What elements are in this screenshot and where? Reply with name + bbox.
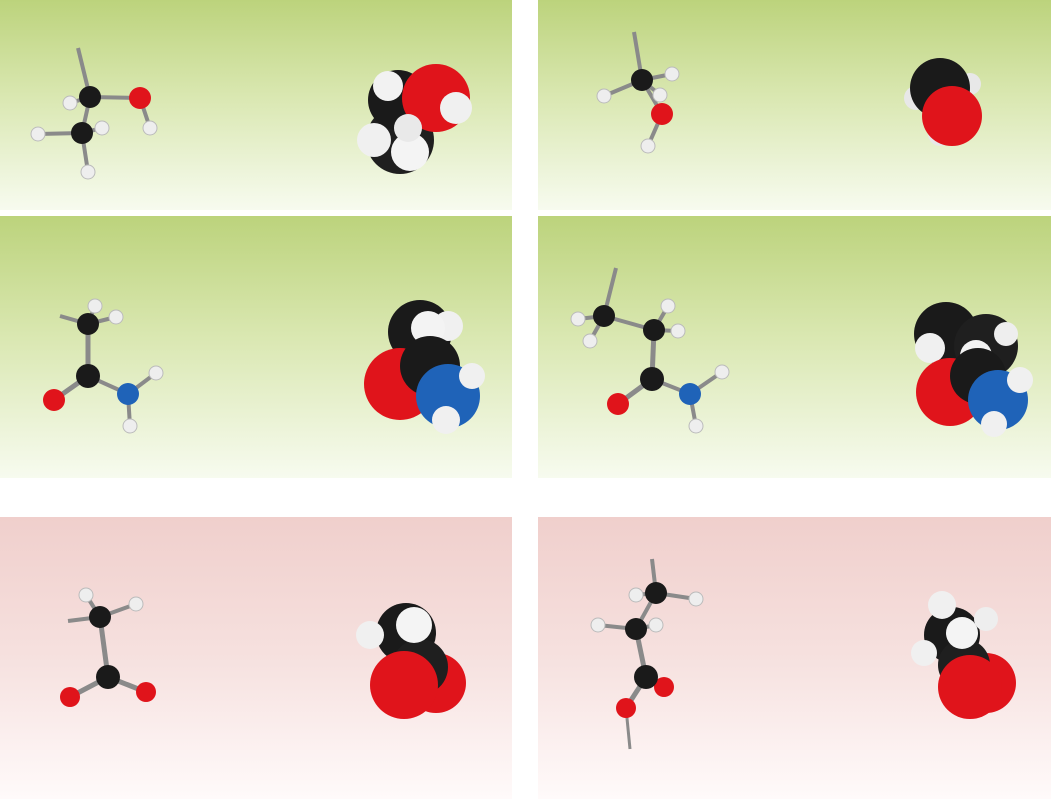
carbon-atom [76, 364, 100, 388]
hydrogen-atom [128, 596, 144, 612]
molecule-models-1 [30, 47, 472, 180]
carbon-atom [634, 665, 658, 689]
hydrogen-atom [142, 120, 158, 136]
space-filling-model [364, 300, 485, 434]
hydrogen-atom [648, 617, 664, 633]
panel-bottom-left [0, 517, 512, 799]
molecule-models-4 [570, 267, 1033, 437]
space-filling-model [914, 302, 1033, 437]
oxygen-atom [43, 389, 65, 411]
panel-top-right [538, 0, 1051, 210]
panel-middle-left [0, 216, 512, 478]
carbon-atom [96, 665, 120, 689]
hydrogen-atom [688, 418, 704, 434]
carbon-atom [79, 86, 101, 108]
hydrogen-atom [87, 298, 103, 314]
panel-middle-right [538, 216, 1051, 478]
space-filling-model [357, 64, 472, 174]
hydrogen-atom [570, 311, 586, 327]
hydrogen-atom [670, 323, 686, 339]
hydrogen-atom [652, 87, 668, 103]
hydrogen-atom [590, 617, 606, 633]
molecule-models-5 [60, 587, 466, 719]
carbon-atom [645, 582, 667, 604]
oxygen-atom [651, 103, 673, 125]
carbon-atom [643, 319, 665, 341]
ball-and-stick-model [60, 587, 156, 707]
carbon-atom [71, 122, 93, 144]
molecule-models-6 [590, 558, 1016, 750]
carbon-atom [593, 305, 615, 327]
hydrogen-atom [94, 120, 110, 136]
oxygen-atom [129, 87, 151, 109]
oxygen-atom [654, 677, 674, 697]
hydrogen-atom [78, 587, 94, 603]
molecule-models-3 [43, 298, 485, 434]
oxygen-atom [60, 687, 80, 707]
carbon-atom [625, 618, 647, 640]
carbon-atom [89, 606, 111, 628]
carbon-atom [640, 367, 664, 391]
hydrogen-atom [122, 418, 138, 434]
molecule-models-2 [596, 31, 982, 154]
ball-and-stick-model [570, 267, 730, 434]
ball-and-stick-model [30, 47, 158, 180]
space-filling-model [356, 603, 466, 719]
panel-top-left [0, 0, 512, 210]
hydrogen-atom [714, 364, 730, 380]
hydrogen-atom [688, 591, 704, 607]
hydrogen-atom [582, 333, 598, 349]
hydrogen-atom [660, 298, 676, 314]
space-filling-model [904, 58, 982, 146]
ball-and-stick-model [596, 31, 680, 154]
panel-bottom-right [538, 517, 1051, 799]
carbon-atom [631, 69, 653, 91]
ball-and-stick-model [43, 298, 164, 434]
hydrogen-atom [148, 365, 164, 381]
hydrogen-atom [62, 95, 78, 111]
space-filling-model [911, 591, 1016, 719]
hydrogen-atom [108, 309, 124, 325]
ball-and-stick-model [590, 558, 704, 750]
nitrogen-atom [117, 383, 139, 405]
hydrogen-atom [628, 587, 644, 603]
oxygen-atom [607, 393, 629, 415]
oxygen-atom [136, 682, 156, 702]
hydrogen-atom [596, 88, 612, 104]
hydrogen-atom [30, 126, 46, 142]
nitrogen-atom [679, 383, 701, 405]
carbon-atom [77, 313, 99, 335]
oxygen-atom [616, 698, 636, 718]
hydrogen-atom [80, 164, 96, 180]
hydrogen-atom [640, 138, 656, 154]
hydrogen-atom [664, 66, 680, 82]
